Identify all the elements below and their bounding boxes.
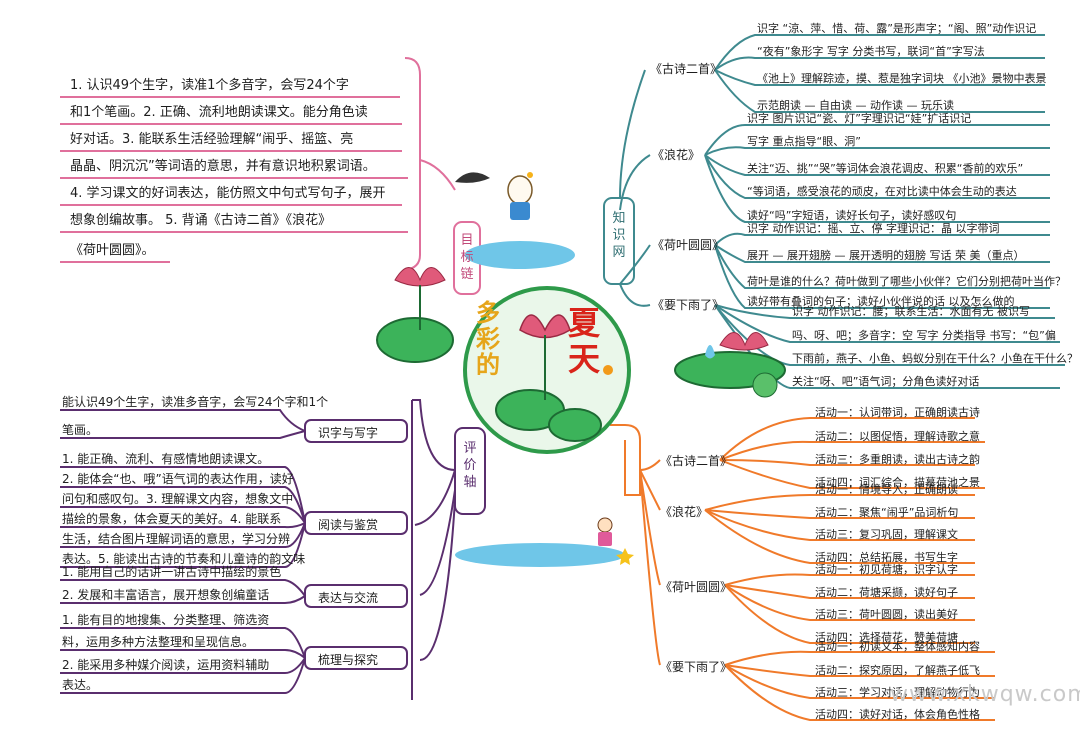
activity-item: 活动一：情境导入，正确朗读 xyxy=(815,483,958,496)
knowledge-item: 关注“迈、挑”“哭”等词体会浪花调皮、积累“香前的欢乐” xyxy=(747,162,1024,175)
eval-item: 1. 能用自己的话讲一讲古诗中描绘的景色 xyxy=(62,565,282,579)
knowledge-item: “等词语，感受浪花的顽皮，在对比读中体会生动的表达 xyxy=(747,185,1017,198)
knowledge-item: 识字 动作识记：摇、立、停 字理识记：晶 以字带词 xyxy=(747,222,1000,235)
knowledge-tree xyxy=(603,34,1065,389)
goals-bracket xyxy=(60,57,456,271)
activity-item: 活动一：初见荷塘，识字认字 xyxy=(815,563,958,576)
knowledge-item: 下雨前，燕子、小鱼、蚂蚁分别在干什么？小鱼在干什么？ xyxy=(792,352,1078,365)
eval-item: 表达。5. 能读出古诗的节奏和儿童诗的韵文味 xyxy=(62,552,306,566)
activity-item: 活动三：复习巩固，理解课文 xyxy=(815,528,958,541)
eval-item: 2. 发展和丰富语言，展开想象创编童话 xyxy=(62,588,270,602)
knowledge-item: 吗、呀、吧；多音字：空 写字 分类指导 书写：“包”偏 xyxy=(792,329,1056,342)
activity-item: 活动三：多重朗读，读出古诗之韵 xyxy=(815,453,980,466)
eval-branch-label: 阅读与鉴赏 xyxy=(318,518,379,532)
eval-item: 2. 能采用多种媒介阅读，运用资料辅助 xyxy=(62,658,270,672)
activity-tree xyxy=(610,417,995,721)
activity-item: 活动二：探究原因，了解燕子低飞 xyxy=(815,664,980,677)
activity-item: 活动二：聚焦“闹乎”品词析句 xyxy=(815,506,959,519)
eval-item: 表达。 xyxy=(62,678,99,692)
goals-text-block: 1. 认识49个生字，读准1个多音字，会写24个字 和1个笔画。2. 正确、流利… xyxy=(70,72,386,264)
knowledge-item: 读好“吗”字短语，读好长句子，读好感叹句 xyxy=(747,209,957,222)
eval-item: 料，运用多种方法整理和呈现信息。 xyxy=(62,635,255,649)
goal-line: 晶晶、阴沉沉”等词语的意思，并有意识地积累词语。 xyxy=(70,159,376,174)
eval-tree xyxy=(60,399,486,700)
eval-item: 问句和感叹句。3. 理解课文内容，想象文中 xyxy=(62,492,294,506)
activity-item: 活动二：以图促悟，理解诗歌之意 xyxy=(815,430,980,443)
activity-branch-label: 《要下雨了》 xyxy=(660,660,733,674)
center-title-summer: 夏天 xyxy=(568,304,601,378)
watermark: www.xkwqw.com xyxy=(890,682,1080,707)
eval-label: 评价轴 xyxy=(463,441,477,490)
knowledge-item: 读好带有叠词的句子；读好小伙伴说的话 以及怎么做的 xyxy=(747,295,1015,308)
lotus-right xyxy=(674,332,786,398)
knowledge-item: 荷叶是谁的什么？荷叶做到了哪些小伙伴？它们分别把荷叶当作？ xyxy=(747,275,1066,288)
activity-item: 活动四：读好对话，体会角色性格 xyxy=(815,708,980,721)
activity-item: 活动三：学习对话，理解动物行为 xyxy=(815,686,980,699)
knowledge-branch-label: 《古诗二首》 xyxy=(650,62,723,76)
eval-item: 能认识49个生字，读准多音字，会写24个字和1个 xyxy=(62,395,329,409)
knowledge-item: 展开 — 展开翅膀 — 展开透明的翅膀 写话 荣 美（重点） xyxy=(747,249,1025,262)
knowledge-branch-label: 《荷叶圆圆》 xyxy=(652,238,725,252)
goal-line: 1. 认识49个生字，读准1个多音字，会写24个字 xyxy=(70,78,349,93)
goal-line: 4. 学习课文的好词表达，能仿照文中句式写句子，展开 xyxy=(70,186,386,201)
activity-item: 活动一：认词带词，正确朗读古诗 xyxy=(815,406,980,419)
eval-item: 生活，结合图片理解词语的意思，学习分辨 xyxy=(62,532,291,546)
activity-branch-label: 《古诗二首》 xyxy=(660,454,733,468)
knowledge-branch-label: 《要下雨了》 xyxy=(652,298,725,312)
goals-label: 目标链 xyxy=(460,233,474,282)
activity-item: 活动一：初读文本，整体感知内容 xyxy=(815,640,980,653)
eval-branch-label: 识字与写字 xyxy=(318,426,379,440)
goal-line: 《荷叶圆圆》。 xyxy=(70,243,155,258)
knowledge-item: 识字 “涼、萍、惜、荷、露”是形声字；“阁、照”动作识记 xyxy=(757,22,1037,35)
activity-item: 活动四：总结拓展，书写生字 xyxy=(815,551,958,564)
knowledge-label: 知识网 xyxy=(612,211,626,260)
knowledge-item: 示范朗读 — 自由读 — 动作读 — 玩乐读 xyxy=(757,99,954,112)
knowledge-item: 识字 图片识记“瓷、灯”字理识记“娃”扩话识记 xyxy=(747,112,972,125)
goal-line: 好对话。3. 能联系生活经验理解“闹乎、摇篮、亮 xyxy=(70,132,354,147)
knowledge-item: 关注“呀、吧”语气词；分角色读好对话 xyxy=(792,375,980,388)
activity-item: 活动三：荷叶圆圆，读出美好 xyxy=(815,608,958,621)
eval-branch-label: 表达与交流 xyxy=(318,591,379,605)
eval-item: 1. 能正确、流利、有感情地朗读课文。 xyxy=(62,452,270,466)
activity-item: 活动四：选择荷花，赞美荷塘 xyxy=(815,631,958,644)
center-illustration xyxy=(463,286,631,454)
eval-item: 2. 能体会“也、哦”语气词的表达作用，读好 xyxy=(62,472,294,486)
eval-item: 描绘的景象，体会夏天的美好。4. 能联系 xyxy=(62,512,282,526)
knowledge-branch-label: 《浪花》 xyxy=(652,148,701,162)
eval-item: 1. 能有目的地搜集、分类整理、筛选资 xyxy=(62,613,270,627)
center-title-colorful: 多彩的 xyxy=(476,298,500,379)
knowledge-item: “夜有”象形字 写字 分类书写，联词“首”字写法 xyxy=(757,45,985,58)
goal-line: 和1个笔画。2. 正确、流利地朗读课文。能分角色读 xyxy=(70,105,368,120)
lotus-left xyxy=(376,267,454,363)
goal-line: 想象创编故事。 5. 背诵《古诗二首》《浪花》 xyxy=(70,213,332,228)
knowledge-item: 写字 重点指导“眼、洞” xyxy=(747,135,861,148)
girl-scene xyxy=(455,517,634,567)
rabbit-scene xyxy=(455,172,575,269)
activity-item: 活动二：荷塘采撷，读好句子 xyxy=(815,586,958,599)
knowledge-item: 识字 动作识记：腰；联系生活：水面有无 被识写 xyxy=(792,305,1030,318)
activity-item: 活动四：词汇综合，描摹荷池之景 xyxy=(815,476,980,489)
activity-branch-label: 《浪花》 xyxy=(660,505,709,519)
activity-branch-label: 《荷叶圆圆》 xyxy=(660,580,733,594)
eval-branch-label: 梳理与探究 xyxy=(318,653,379,667)
knowledge-item: 《池上》理解踪迹，摸、惹是独字词块 《小池》景物中表景 xyxy=(757,72,1047,85)
eval-item: 笔画。 xyxy=(62,423,99,437)
